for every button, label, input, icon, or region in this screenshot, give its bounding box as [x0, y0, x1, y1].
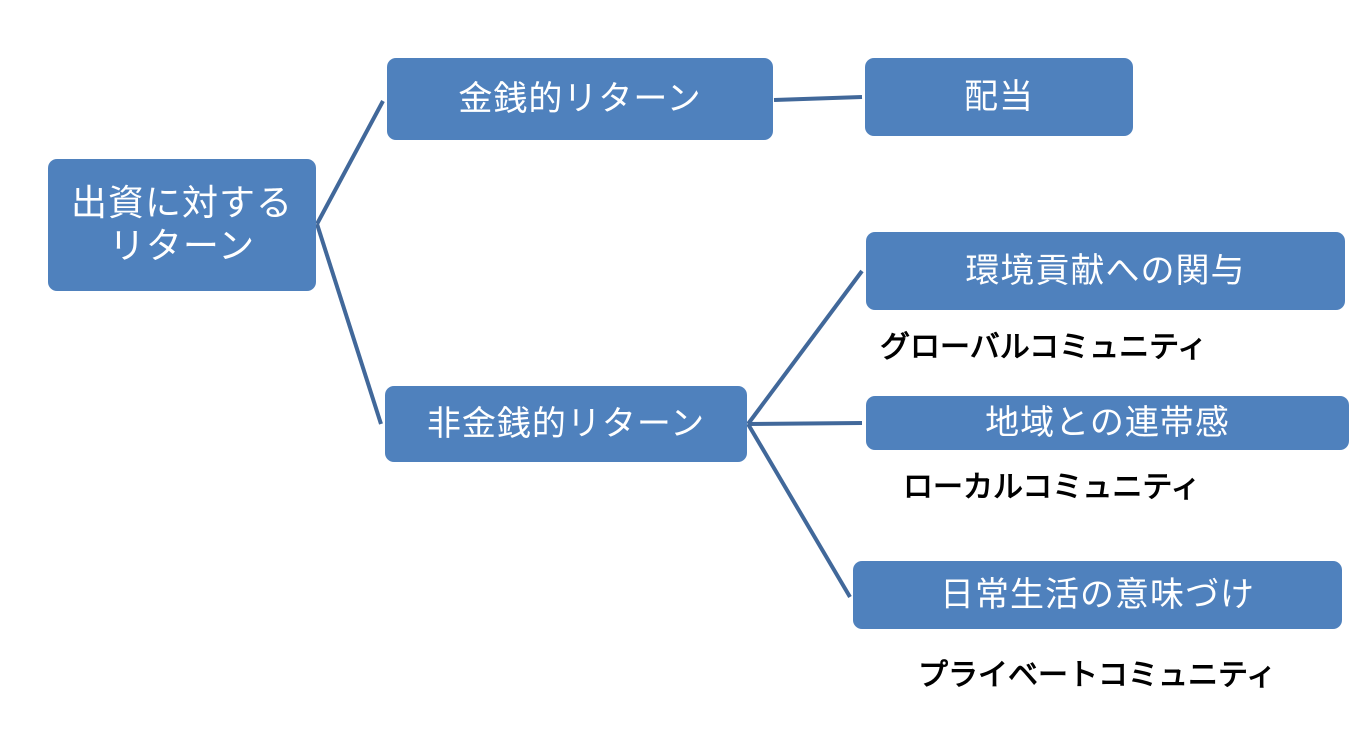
connector-monetary-dividend: [773, 95, 863, 102]
node-daily-life-meaning: 日常生活の意味づけ: [853, 561, 1342, 629]
node-non-monetary-return: 非金銭的リターン: [385, 386, 747, 462]
caption-local-community: ローカルコミュニティ: [903, 470, 1201, 505]
node-label: 出資に対する リターン: [70, 182, 293, 267]
node-label: 非金銭的リターン: [426, 403, 706, 444]
connector-nonmonetary-local: [747, 421, 863, 426]
connector-root-monetary: [315, 100, 385, 225]
connector-nonmonetary-daily: [746, 422, 852, 599]
node-environmental-contribution: 環境貢献への関与: [866, 232, 1345, 310]
node-label: 配当: [964, 76, 1034, 117]
node-root-return-on-investment: 出資に対する リターン: [48, 159, 316, 291]
node-dividend: 配当: [865, 58, 1133, 136]
caption-private-community: プライベートコミュニティ: [918, 658, 1277, 693]
caption-global-community: グローバルコミュニティ: [880, 330, 1208, 365]
connector-root-nonmonetary: [315, 223, 383, 425]
connector-nonmonetary-env: [746, 269, 864, 426]
node-label: 金銭的リターン: [458, 78, 702, 119]
node-label: 日常生活の意味づけ: [940, 574, 1255, 615]
node-local-solidarity: 地域との連帯感: [866, 396, 1349, 450]
node-label: 環境貢献への関与: [965, 250, 1246, 291]
node-label: 地域との連帯感: [985, 402, 1230, 443]
node-monetary-return: 金銭的リターン: [387, 58, 773, 140]
